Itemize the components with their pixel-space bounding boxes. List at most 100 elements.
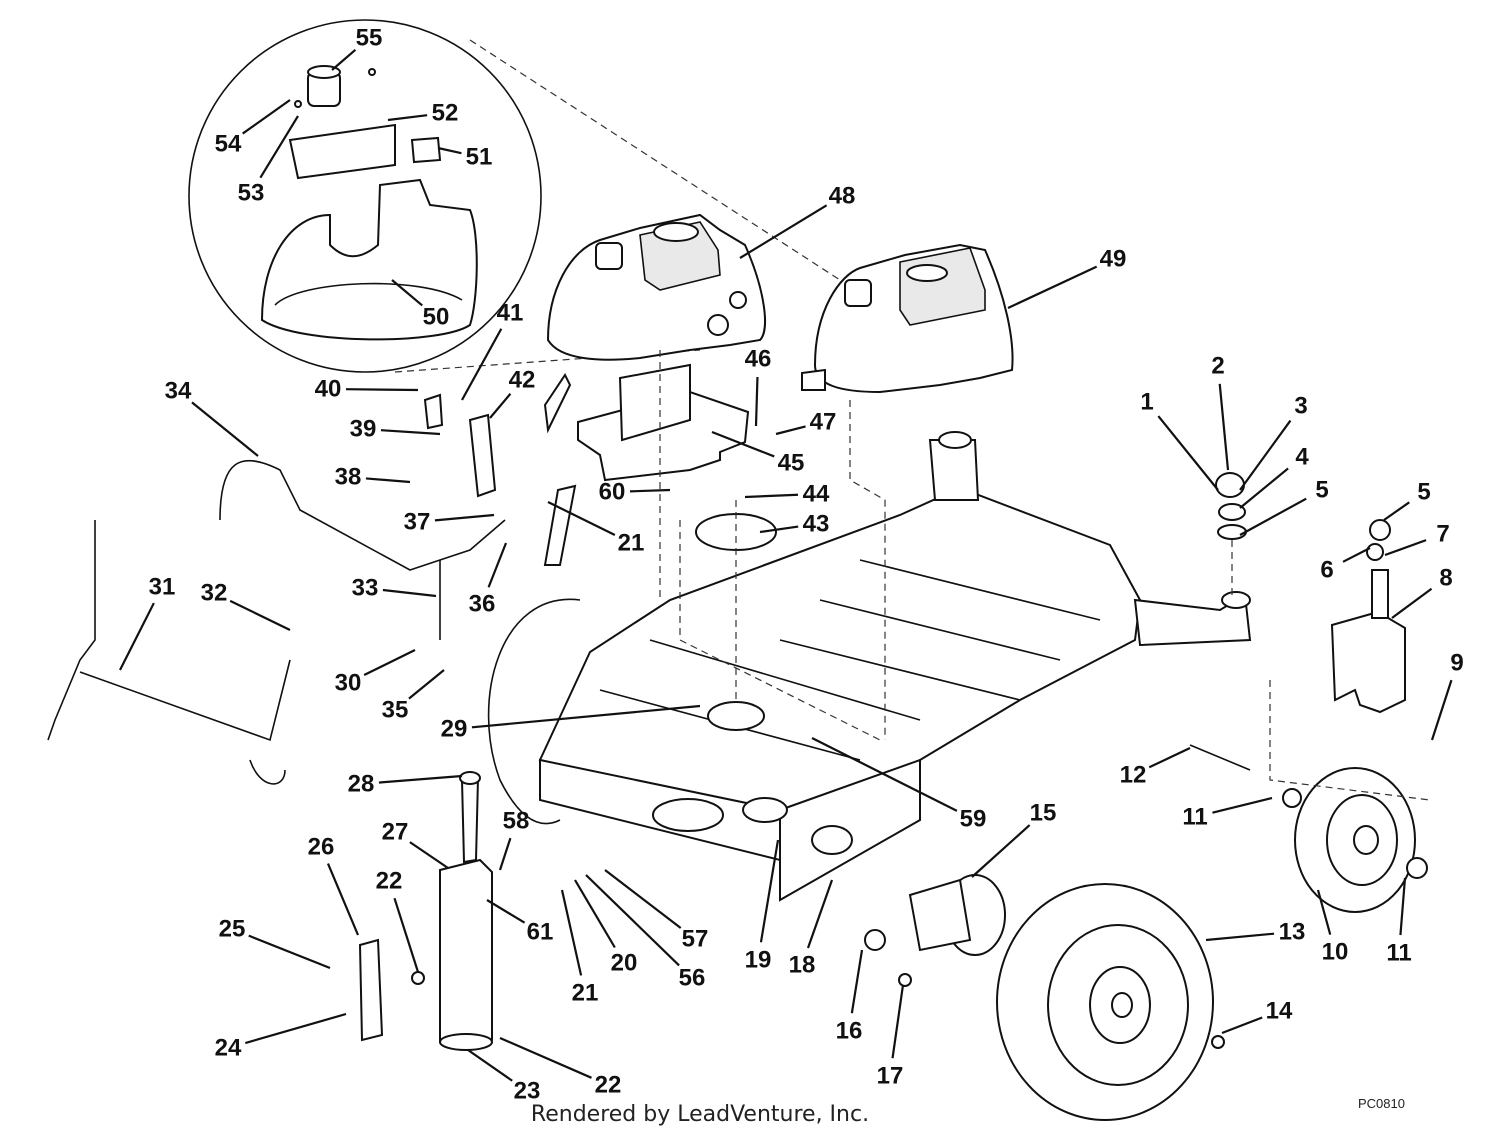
leader-line-c19 bbox=[759, 839, 780, 943]
leader-line-c22 bbox=[393, 897, 420, 973]
leader-line-c40 bbox=[345, 388, 419, 392]
leader-line-c5 bbox=[1239, 497, 1307, 536]
callout-c51: 51 bbox=[466, 144, 493, 171]
leader-line-c44 bbox=[744, 493, 799, 499]
leader-line-c22b bbox=[499, 1036, 592, 1079]
callout-c4: 4 bbox=[1295, 444, 1309, 471]
callout-c44: 44 bbox=[803, 481, 830, 508]
callout-c34: 34 bbox=[165, 378, 192, 405]
callout-c27: 27 bbox=[382, 819, 409, 846]
callout-c41: 41 bbox=[497, 300, 524, 327]
rear-tire-left bbox=[487, 598, 581, 825]
caster-fork bbox=[1189, 519, 1431, 801]
leader-line-c35 bbox=[408, 669, 445, 700]
callout-c1: 1 bbox=[1140, 389, 1153, 416]
callout-c31: 31 bbox=[149, 574, 176, 601]
leader-line-c6 bbox=[1342, 547, 1371, 563]
leader-line-c48 bbox=[739, 204, 828, 259]
leader-line-c14 bbox=[1221, 1016, 1263, 1035]
callout-c2: 2 bbox=[1211, 353, 1224, 380]
callout-c53: 53 bbox=[238, 180, 265, 207]
leader-line-c42 bbox=[489, 393, 512, 419]
callout-c38: 38 bbox=[335, 464, 362, 491]
leader-line-c9 bbox=[1430, 679, 1453, 741]
callout-c46: 46 bbox=[745, 346, 772, 373]
callout-c24: 24 bbox=[215, 1035, 242, 1062]
callout-c20: 20 bbox=[611, 950, 638, 977]
callout-c11b: 11 bbox=[1386, 940, 1411, 967]
callout-c21: 21 bbox=[618, 530, 645, 557]
leader-line-c12 bbox=[1148, 747, 1191, 769]
callout-c25: 25 bbox=[219, 916, 246, 943]
callout-c43: 43 bbox=[803, 511, 830, 538]
detail-inset-fuel-tank bbox=[188, 19, 841, 373]
leader-line-c34 bbox=[191, 401, 259, 457]
callout-c33: 33 bbox=[352, 575, 379, 602]
leader-line-c47 bbox=[775, 425, 806, 436]
leader-line-c32 bbox=[229, 599, 291, 631]
leader-line-c30 bbox=[363, 649, 416, 677]
leader-line-c49 bbox=[1007, 265, 1098, 309]
leader-line-c13 bbox=[1205, 932, 1275, 942]
callout-c32: 32 bbox=[201, 580, 228, 607]
leader-line-c36 bbox=[487, 542, 508, 588]
callout-c55: 55 bbox=[356, 25, 383, 52]
leader-line-c16 bbox=[850, 949, 864, 1014]
callout-c35: 35 bbox=[382, 697, 409, 724]
callout-c29: 29 bbox=[441, 716, 468, 743]
callout-c40: 40 bbox=[315, 376, 342, 403]
leader-line-c54 bbox=[242, 99, 291, 135]
leader-line-c45 bbox=[711, 430, 775, 458]
leader-line-c59 bbox=[811, 737, 958, 812]
leader-line-c58 bbox=[498, 837, 512, 871]
leader-line-c2 bbox=[1218, 383, 1230, 471]
leader-line-c50 bbox=[391, 279, 423, 307]
leader-line-c7 bbox=[1384, 539, 1427, 557]
callout-c9: 9 bbox=[1450, 650, 1463, 677]
callout-c39: 39 bbox=[350, 416, 377, 443]
callout-c13: 13 bbox=[1279, 919, 1306, 946]
callout-c3: 3 bbox=[1294, 393, 1307, 420]
leader-line-c23 bbox=[467, 1049, 513, 1082]
leader-line-c43 bbox=[759, 525, 799, 534]
callout-c42: 42 bbox=[509, 367, 536, 394]
callout-c22: 22 bbox=[376, 868, 403, 895]
leader-line-c26 bbox=[326, 863, 360, 936]
callout-c12: 12 bbox=[1120, 762, 1147, 789]
callout-c50: 50 bbox=[423, 304, 450, 331]
leader-line-c25 bbox=[248, 934, 331, 970]
callout-c36: 36 bbox=[469, 591, 496, 618]
leader-line-c27 bbox=[409, 841, 449, 869]
leader-line-c17 bbox=[891, 984, 905, 1059]
leader-line-c33 bbox=[382, 588, 437, 598]
leader-line-c24 bbox=[244, 1012, 347, 1045]
leader-line-c21b bbox=[560, 889, 583, 976]
callout-c6: 6 bbox=[1320, 557, 1333, 584]
leader-line-c60 bbox=[629, 488, 671, 493]
control-tower bbox=[358, 771, 493, 1051]
plate bbox=[679, 400, 886, 741]
diagram-code: PC0810 bbox=[1358, 1096, 1405, 1111]
leader-line-c56 bbox=[585, 874, 680, 967]
caster-bearing-stack bbox=[1215, 472, 1247, 600]
callout-c57: 57 bbox=[682, 926, 709, 953]
leader-line-c61 bbox=[486, 899, 526, 924]
callout-c61: 61 bbox=[527, 919, 554, 946]
callout-c47: 47 bbox=[810, 409, 837, 436]
leader-line-c11 bbox=[1212, 796, 1273, 814]
leader-line-c4 bbox=[1239, 467, 1289, 509]
leader-line-c41 bbox=[461, 328, 503, 401]
callout-c5: 5 bbox=[1315, 477, 1328, 504]
leader-line-c37 bbox=[434, 513, 495, 522]
callout-c56: 56 bbox=[679, 965, 706, 992]
leader-line-c39 bbox=[380, 429, 441, 436]
leader-line-c29 bbox=[471, 704, 701, 729]
callout-c14: 14 bbox=[1266, 998, 1293, 1025]
chassis-frame bbox=[538, 431, 1252, 902]
fuel-tank-right bbox=[801, 243, 1014, 394]
callout-c37: 37 bbox=[404, 509, 431, 536]
leader-line-c57 bbox=[604, 869, 682, 929]
callout-c58: 58 bbox=[503, 808, 530, 835]
